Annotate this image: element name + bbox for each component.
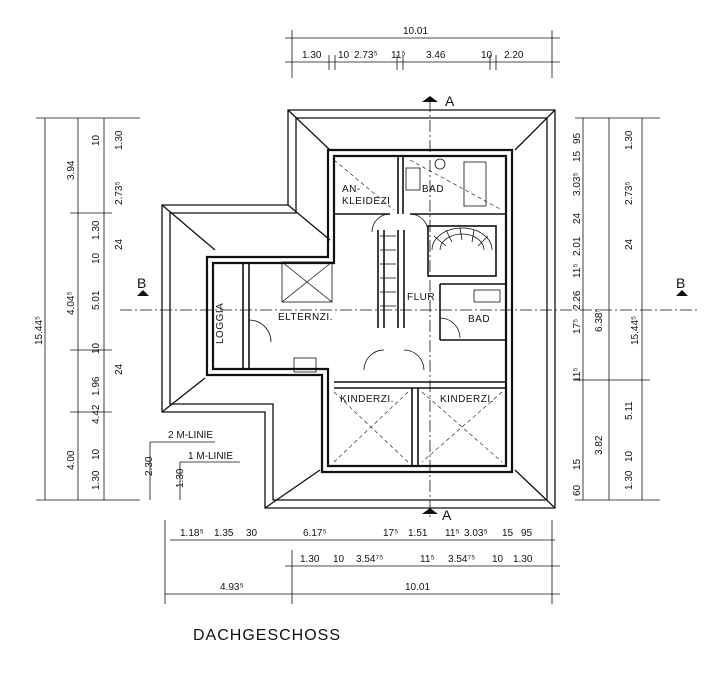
fixtures <box>281 158 501 373</box>
door-swings <box>248 213 461 371</box>
dim-lines-left <box>36 117 140 501</box>
dim-left-c3-5: 1.96 <box>91 376 102 396</box>
m2-line-label: 2 M-LINIE <box>168 430 213 441</box>
dim-bottom-r2-4: 3.54⁷⁵ <box>448 554 475 565</box>
dim-bottom-r1-2: 30 <box>246 528 258 539</box>
dim-left-c4-1: 2.73⁵ <box>114 181 125 205</box>
dim-right-c1-8: 11⁵ <box>572 367 583 382</box>
dim-left-c2-2: 4.00 <box>66 450 77 470</box>
dim-lines-top <box>285 30 560 78</box>
dim-left-c3-4: 10 <box>91 342 102 354</box>
dim-left-c2-0: 3.94 <box>66 160 77 180</box>
dim-bottom-r1-1: 1.35 <box>214 528 234 539</box>
drawing-title: DACHGESCHOSS <box>193 627 341 644</box>
dim-bottom-r1-6: 11⁵ <box>445 528 460 539</box>
m1-line-label: 1 M-LINIE <box>188 451 233 462</box>
room-kinderzi-right: KINDERZI. <box>440 394 494 405</box>
dim-lines-bottom <box>164 520 560 604</box>
dim-right-c2-1: 3.82 <box>594 435 605 455</box>
dim-right-c3-2: 24 <box>624 238 635 250</box>
section-a-bottom: A <box>442 507 452 523</box>
dim-bottom-left: 4.93⁵ <box>220 582 244 593</box>
dim-left-m-1: 1.30 <box>175 468 186 488</box>
dim-bottom-r2-3: 11⁵ <box>420 554 435 565</box>
section-arrows <box>137 96 688 514</box>
dim-bottom-r1-3: 6.17⁵ <box>303 528 327 539</box>
dim-left-m-0: 2.30 <box>144 456 155 476</box>
dim-lines-right <box>575 117 660 501</box>
dim-top-2: 2.73⁵ <box>354 50 378 61</box>
dim-top-6: 2.20 <box>504 50 524 61</box>
dim-bottom-r1-7: 3.03⁵ <box>464 528 488 539</box>
dim-left-c3-3: 5.01 <box>91 290 102 310</box>
section-lines <box>120 100 700 520</box>
dim-right-c1-6: 2.26 <box>572 290 583 310</box>
room-loggia: LOGGIA <box>215 303 226 344</box>
section-a-top: A <box>445 93 455 109</box>
dim-left-c2-1: 4.04⁵ <box>66 291 77 315</box>
room-bad-top: BAD <box>422 184 444 195</box>
room-bad-right: BAD <box>468 314 490 325</box>
dim-bottom-r1-4: 17⁵ <box>383 528 398 539</box>
dim-top-4: 3.46 <box>426 50 446 61</box>
dim-top-1: 10 <box>338 50 350 61</box>
room-flur: FLUR <box>407 292 435 303</box>
dim-right-c3-3: 5.11 <box>624 401 635 420</box>
dim-bottom-r1-8: 15 <box>502 528 514 539</box>
dim-right-c1-7: 17⁵ <box>572 319 583 334</box>
dim-left-total: 15.44⁵ <box>34 316 45 345</box>
dim-bottom-r2-5: 10 <box>492 554 504 565</box>
section-b-right: B <box>676 275 685 291</box>
dim-right-c1-5: 11⁵ <box>572 263 583 278</box>
dim-bottom-r2-1: 10 <box>333 554 345 565</box>
dim-right-c1-0: 95 <box>572 132 583 144</box>
dim-right-c1-2: 3.03⁵ <box>572 172 583 196</box>
room-ankleide-line1: AN- <box>342 184 361 195</box>
dim-left-c4-2: 24 <box>114 238 125 250</box>
dim-left-c3-1: 1.30 <box>91 220 102 240</box>
dim-left-c3-2: 10 <box>91 252 102 264</box>
staircase <box>431 227 493 251</box>
exterior-walls <box>205 148 514 474</box>
dim-right-c1-10: 60 <box>572 484 583 496</box>
dim-bottom-r1-5: 1.51 <box>408 528 428 539</box>
dim-right-c1-9: 15 <box>572 458 583 470</box>
dim-right-c2-0: 6.38⁵ <box>594 308 605 332</box>
dim-right-c3-1: 2.73⁵ <box>624 181 635 205</box>
roof-outline <box>161 109 556 509</box>
interior-walls <box>242 156 506 466</box>
dim-right-c1-1: 15 <box>572 150 583 162</box>
dim-left-c4-3: 24 <box>114 363 125 375</box>
dim-left-c3-0: 10 <box>91 134 102 146</box>
dim-bottom-r1-9: 95 <box>521 528 533 539</box>
dim-bottom-r1-0: 1.18⁵ <box>180 528 204 539</box>
room-kinderzi-left: KINDERZI. <box>340 394 394 405</box>
dim-right-total: 15.44⁵ <box>630 316 641 345</box>
room-ankleide-line2: KLEIDEZI <box>342 196 390 207</box>
dim-left-c3-7: 10 <box>91 448 102 460</box>
dim-right-c1-4: 2.01 <box>572 236 583 256</box>
dim-bottom-r2-6: 1.30 <box>513 554 533 565</box>
dim-right-c1-3: 24 <box>572 212 583 224</box>
dim-bottom-r2-2: 3.54⁷⁵ <box>356 554 383 565</box>
dim-left-c3-6: 4.42 <box>91 404 102 424</box>
dim-top-0: 1.30 <box>302 50 322 61</box>
dim-left-c4-0: 1.30 <box>114 130 125 150</box>
dim-top-5: 10 <box>481 50 493 61</box>
dim-bottom-r2-0: 1.30 <box>300 554 320 565</box>
dim-top-3: 11⁵ <box>391 50 406 61</box>
dim-bottom-total: 10.01 <box>405 582 430 593</box>
section-b-left: B <box>137 275 146 291</box>
dim-left-c3-8: 1.30 <box>91 470 102 490</box>
dim-right-c3-0: 1.30 <box>624 130 635 150</box>
dim-top-total: 10.01 <box>403 26 428 37</box>
slope-lines <box>333 159 503 463</box>
dim-right-c3-4: 10 <box>624 450 635 462</box>
room-elternzi: ELTERNZI. <box>278 312 333 323</box>
m-line-markers <box>149 441 240 500</box>
dim-right-c3-5: 1.30 <box>624 470 635 490</box>
